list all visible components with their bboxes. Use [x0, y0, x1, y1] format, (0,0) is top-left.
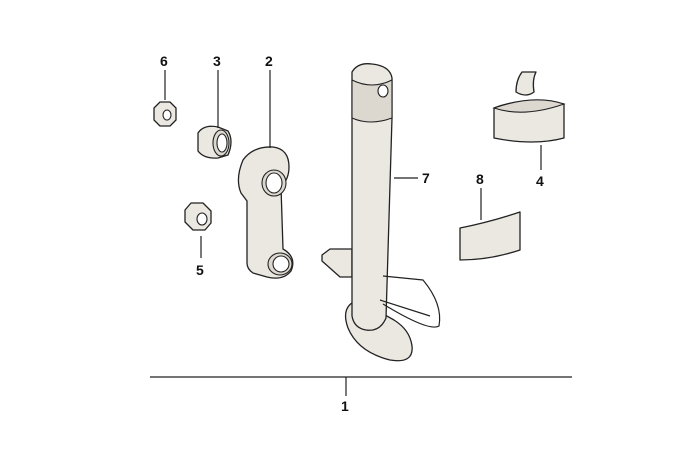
part-2-lever[interactable] [237, 146, 294, 279]
label-6: 6 [160, 53, 168, 69]
label-1: 1 [341, 398, 349, 414]
label-5: 5 [196, 262, 204, 278]
part-6-nut[interactable] [153, 101, 177, 127]
part-4-buffer[interactable] [492, 71, 566, 143]
label-3: 3 [213, 53, 221, 69]
label-8: 8 [476, 171, 484, 187]
label-2: 2 [265, 53, 273, 69]
part-8-sticker[interactable] [459, 211, 521, 261]
part-7-side-stand[interactable] [321, 63, 441, 362]
label-7: 7 [422, 170, 430, 186]
label-4: 4 [536, 173, 544, 189]
part-3-bushing[interactable] [197, 125, 232, 159]
part-5-nut[interactable] [184, 202, 212, 231]
